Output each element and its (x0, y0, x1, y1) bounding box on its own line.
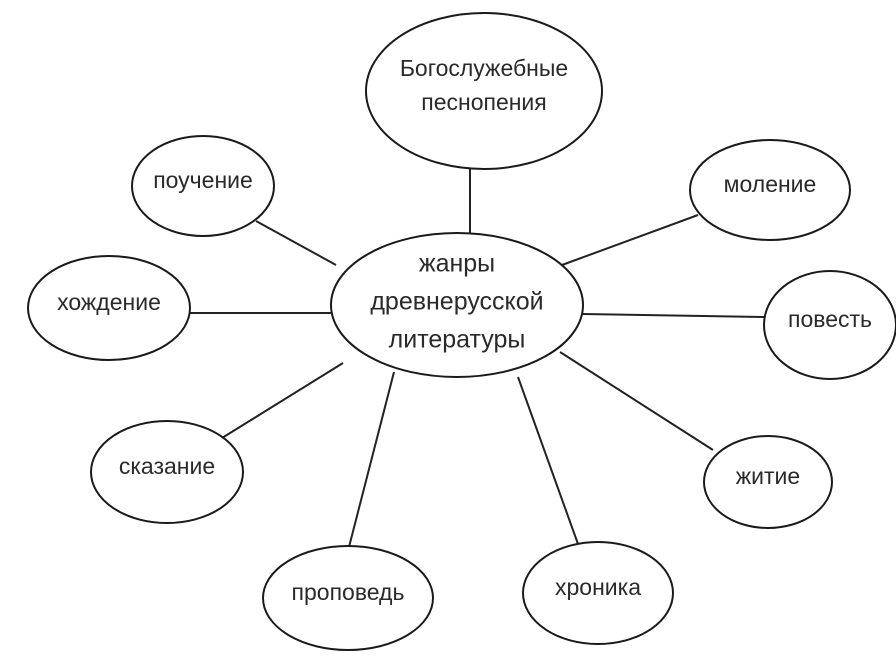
genre-node-khronika-label-line: хроника (555, 574, 641, 600)
genre-node-zhitie-ellipse (703, 435, 833, 529)
genre-node-pouchenie-label-line: поучение (153, 167, 253, 193)
center-node-label-line: жанры (419, 250, 495, 278)
connector-khronika (517, 376, 579, 545)
genre-node-bogosluzhebnye-label-line: песнопения (421, 89, 547, 115)
genre-node-pouchenie-ellipse (131, 135, 275, 237)
genre-node-propoved-ellipse (262, 545, 434, 651)
center-node-label-line: древнерусской (370, 288, 543, 316)
genre-node-povest-label-line: повесть (788, 306, 872, 332)
genre-node-zhitie: житие (703, 435, 833, 529)
genre-node-pouchenie: поучение (131, 135, 275, 237)
genre-node-molenie-label-line: моление (724, 171, 817, 197)
genre-node-bogosluzhebnye-ellipse (365, 12, 603, 170)
genre-node-khozhdenie-ellipse (27, 255, 191, 361)
center-node-label-line: литературы (389, 326, 526, 354)
genre-node-propoved-label-line: проповедь (292, 579, 405, 605)
genre-node-khronika: хроника (522, 541, 674, 645)
genre-node-skazanie: сказание (90, 420, 244, 524)
genre-node-povest-ellipse (763, 270, 896, 380)
genre-nodes: жанры древнерусской литературы Богослужебны… (27, 12, 896, 651)
genre-node-bogosluzhebnye: Богослужебные песнопения (365, 12, 603, 170)
connector-pouchenie (255, 220, 337, 266)
genre-node-skazanie-ellipse (90, 420, 244, 524)
connector-zhitie (559, 351, 714, 451)
connector-skazanie (221, 362, 344, 439)
genre-node-molenie: моление (689, 139, 851, 241)
genre-node-bogosluzhebnye-label-line: Богослужебные (400, 55, 568, 81)
connector-povest (582, 313, 765, 318)
genre-node-skazanie-label-line: сказание (119, 453, 215, 479)
genre-node-propoved: проповедь (262, 545, 434, 651)
connector-lines (190, 169, 765, 548)
genre-node-molenie-ellipse (689, 139, 851, 241)
connector-molenie (561, 214, 699, 266)
genre-node-zhitie-label-line: житие (736, 463, 800, 489)
genre-node-povest: повесть (763, 270, 896, 380)
genre-node-khozhdenie-label-line: хождение (57, 289, 161, 315)
center-node-ellipse (330, 232, 584, 378)
center-node: жанры древнерусской литературы (330, 232, 584, 378)
genre-node-khronika-ellipse (522, 541, 674, 645)
genre-node-khozhdenie: хождение (27, 255, 191, 361)
connector-propoved (348, 371, 395, 548)
